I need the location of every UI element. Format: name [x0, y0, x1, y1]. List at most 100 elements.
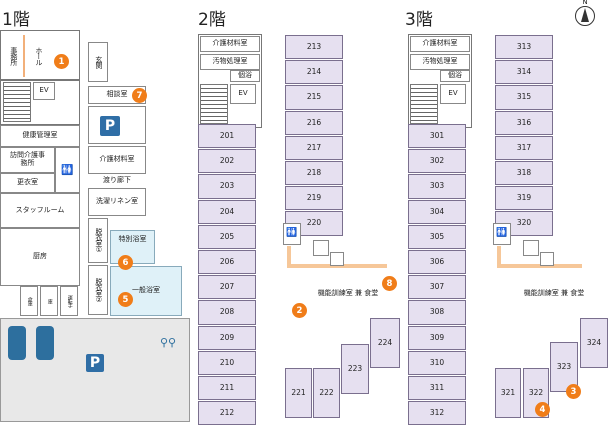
hall-room: ホール — [27, 33, 49, 78]
linen-room: 洗濯リネン室 — [88, 188, 146, 216]
room-204[interactable]: 204 — [198, 199, 256, 224]
marker-4[interactable]: 4 — [535, 402, 550, 417]
room-217[interactable]: 217 — [285, 135, 343, 160]
room-211[interactable]: 211 — [198, 376, 256, 401]
marker-2[interactable]: 2 — [292, 303, 307, 318]
room-317[interactable]: 317 — [495, 135, 553, 160]
stairs — [200, 84, 228, 124]
pillar — [313, 240, 329, 256]
training-room-3f: 機能訓練室 兼 食堂 — [523, 289, 585, 298]
floor-label-2: 2階 — [198, 10, 226, 30]
room-312[interactable]: 312 — [408, 401, 466, 426]
floor2-map: 介護材料室 汚物処理室 個浴 EV — [198, 30, 403, 428]
compass: N — [575, 0, 595, 30]
changing-room: 更衣室 — [0, 173, 55, 193]
care-supply-room-1f: 介護材料室 — [88, 146, 146, 174]
entrance-room: 玄関 — [88, 42, 108, 82]
toilet-icon: 🚻 — [496, 228, 508, 239]
room-201[interactable]: 201 — [198, 124, 256, 149]
marker-6[interactable]: 6 — [118, 255, 133, 270]
marker-1[interactable]: 1 — [54, 54, 69, 69]
elevator: EV — [230, 84, 256, 104]
room-207[interactable]: 207 — [198, 275, 256, 300]
elevator: EV — [440, 84, 466, 104]
room-202[interactable]: 202 — [198, 149, 256, 174]
floor1-map: 事務所 ホール 玄関 EV 相談室 P 健康管理室 訪問介護事務所 🚻 更衣室 … — [0, 30, 190, 428]
room-206[interactable]: 206 — [198, 250, 256, 275]
pillar — [330, 252, 344, 266]
room-309[interactable]: 309 — [408, 325, 466, 350]
room-308[interactable]: 308 — [408, 300, 466, 325]
floor-label-3: 3階 — [405, 10, 433, 30]
room-306[interactable]: 306 — [408, 250, 466, 275]
marker-3[interactable]: 3 — [566, 384, 581, 399]
health-room: 健康管理室 — [0, 125, 80, 147]
room-316[interactable]: 316 — [495, 110, 553, 135]
small-room-3: 運転手 — [60, 286, 78, 316]
room-301[interactable]: 301 — [408, 124, 466, 149]
general-bath-room: 一般浴室 — [110, 266, 182, 316]
marker-8[interactable]: 8 — [382, 276, 397, 291]
care-supply-room-2f: 介護材料室 — [200, 36, 260, 52]
staff-room: スタッフルーム — [0, 193, 80, 228]
room-203[interactable]: 203 — [198, 174, 256, 199]
room-321[interactable]: 321 — [495, 368, 521, 418]
care-supply-room-3f: 介護材料室 — [410, 36, 470, 52]
parking-icon: P — [100, 116, 120, 136]
room-222[interactable]: 222 — [313, 368, 340, 418]
marker-5[interactable]: 5 — [118, 292, 133, 307]
room-302[interactable]: 302 — [408, 149, 466, 174]
stairs — [410, 84, 438, 124]
car-icon — [36, 326, 54, 360]
compass-icon — [575, 6, 595, 26]
room-318[interactable]: 318 — [495, 161, 553, 186]
room-311[interactable]: 311 — [408, 376, 466, 401]
room-303[interactable]: 303 — [408, 174, 466, 199]
room-319[interactable]: 319 — [495, 186, 553, 211]
pillar — [523, 240, 539, 256]
compass-north-label: N — [582, 0, 588, 6]
room-205[interactable]: 205 — [198, 224, 256, 249]
undress-room-1: 脱衣室① — [88, 218, 108, 263]
undress-room-2: 脱衣室② — [88, 265, 108, 315]
kitchen-room: 厨房 — [0, 228, 80, 286]
room-310[interactable]: 310 — [408, 350, 466, 375]
room-214[interactable]: 214 — [285, 60, 343, 85]
marker-7[interactable]: 7 — [132, 88, 147, 103]
room-314[interactable]: 314 — [495, 60, 553, 85]
room-313[interactable]: 313 — [495, 35, 553, 60]
room-223[interactable]: 223 — [341, 344, 369, 394]
small-room-2: 庫 — [40, 286, 58, 316]
room-216[interactable]: 216 — [285, 110, 343, 135]
room-210[interactable]: 210 — [198, 350, 256, 375]
bath-room-3f: 個浴 — [440, 70, 470, 82]
room-224[interactable]: 224 — [370, 318, 400, 368]
room-219[interactable]: 219 — [285, 186, 343, 211]
bicycle-icon: ⚲⚲ — [160, 336, 177, 349]
floor-label-1: 1階 — [2, 10, 30, 30]
toilet-icon: 🚻 — [61, 164, 74, 176]
room-212[interactable]: 212 — [198, 401, 256, 426]
room-209[interactable]: 209 — [198, 325, 256, 350]
visit-care-office: 訪問介護事務所 — [0, 147, 55, 173]
room-315[interactable]: 315 — [495, 85, 553, 110]
corridor-label: 渡り廊下 — [88, 174, 146, 188]
room-305[interactable]: 305 — [408, 224, 466, 249]
room-213[interactable]: 213 — [285, 35, 343, 60]
room-221[interactable]: 221 — [285, 368, 312, 418]
office-room: 事務所 — [3, 33, 23, 78]
toilet-room: 🚻 — [55, 147, 80, 193]
room-208[interactable]: 208 — [198, 300, 256, 325]
room-324[interactable]: 324 — [580, 318, 608, 368]
elevator: EV — [33, 82, 55, 100]
room-323[interactable]: 323 — [550, 342, 578, 392]
waste-room-2f: 汚物処理室 — [200, 54, 260, 70]
car-icon — [8, 326, 26, 360]
toilet-room-2f: 🚻 — [283, 223, 301, 245]
room-218[interactable]: 218 — [285, 161, 343, 186]
room-304[interactable]: 304 — [408, 199, 466, 224]
parking-icon: P — [86, 354, 104, 372]
room-215[interactable]: 215 — [285, 85, 343, 110]
room-307[interactable]: 307 — [408, 275, 466, 300]
special-bath-room: 特別浴室 — [110, 230, 155, 264]
